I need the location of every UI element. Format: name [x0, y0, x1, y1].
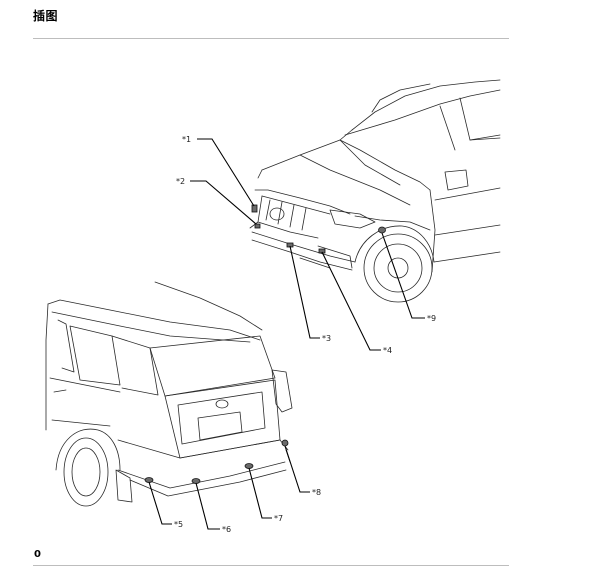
leader-7 — [248, 467, 272, 519]
callout-6: *6 — [222, 525, 231, 534]
leader-4 — [321, 251, 381, 351]
sensor-7-mark — [244, 463, 254, 469]
leader-1 — [197, 138, 255, 207]
callout-2: *2 — [176, 177, 185, 186]
leader-2 — [190, 180, 257, 225]
footer-divider — [33, 565, 509, 566]
sensor-1-mark — [251, 204, 258, 213]
leader-lines — [148, 138, 425, 530]
sensor-9-mark — [378, 226, 386, 234]
front-vehicle-illustration — [249, 79, 501, 303]
callout-7: *7 — [274, 514, 283, 523]
callout-8: *8 — [312, 488, 321, 497]
callout-5: *5 — [174, 520, 183, 529]
callout-4: *4 — [383, 346, 392, 355]
sensor-2-mark — [254, 223, 261, 229]
leader-3 — [289, 245, 320, 339]
sensor-5-mark — [144, 477, 154, 483]
callout-3: *3 — [322, 334, 331, 343]
header-divider — [33, 38, 509, 39]
callout-9: *9 — [427, 314, 436, 323]
leader-9 — [381, 232, 425, 319]
callout-1: *1 — [182, 135, 191, 144]
leader-6 — [195, 482, 220, 530]
leader-5 — [148, 481, 172, 525]
page-title: 插图 — [33, 9, 59, 23]
footer-code: 0 — [34, 549, 41, 560]
sensor-6-mark — [191, 478, 201, 484]
rear-vehicle-illustration — [45, 281, 293, 507]
callout-labels: *1 *2 *3 *4 *5 *6 *7 *8 *9 — [174, 135, 436, 534]
leader-8 — [284, 445, 310, 493]
sensor-8-mark — [281, 439, 289, 447]
